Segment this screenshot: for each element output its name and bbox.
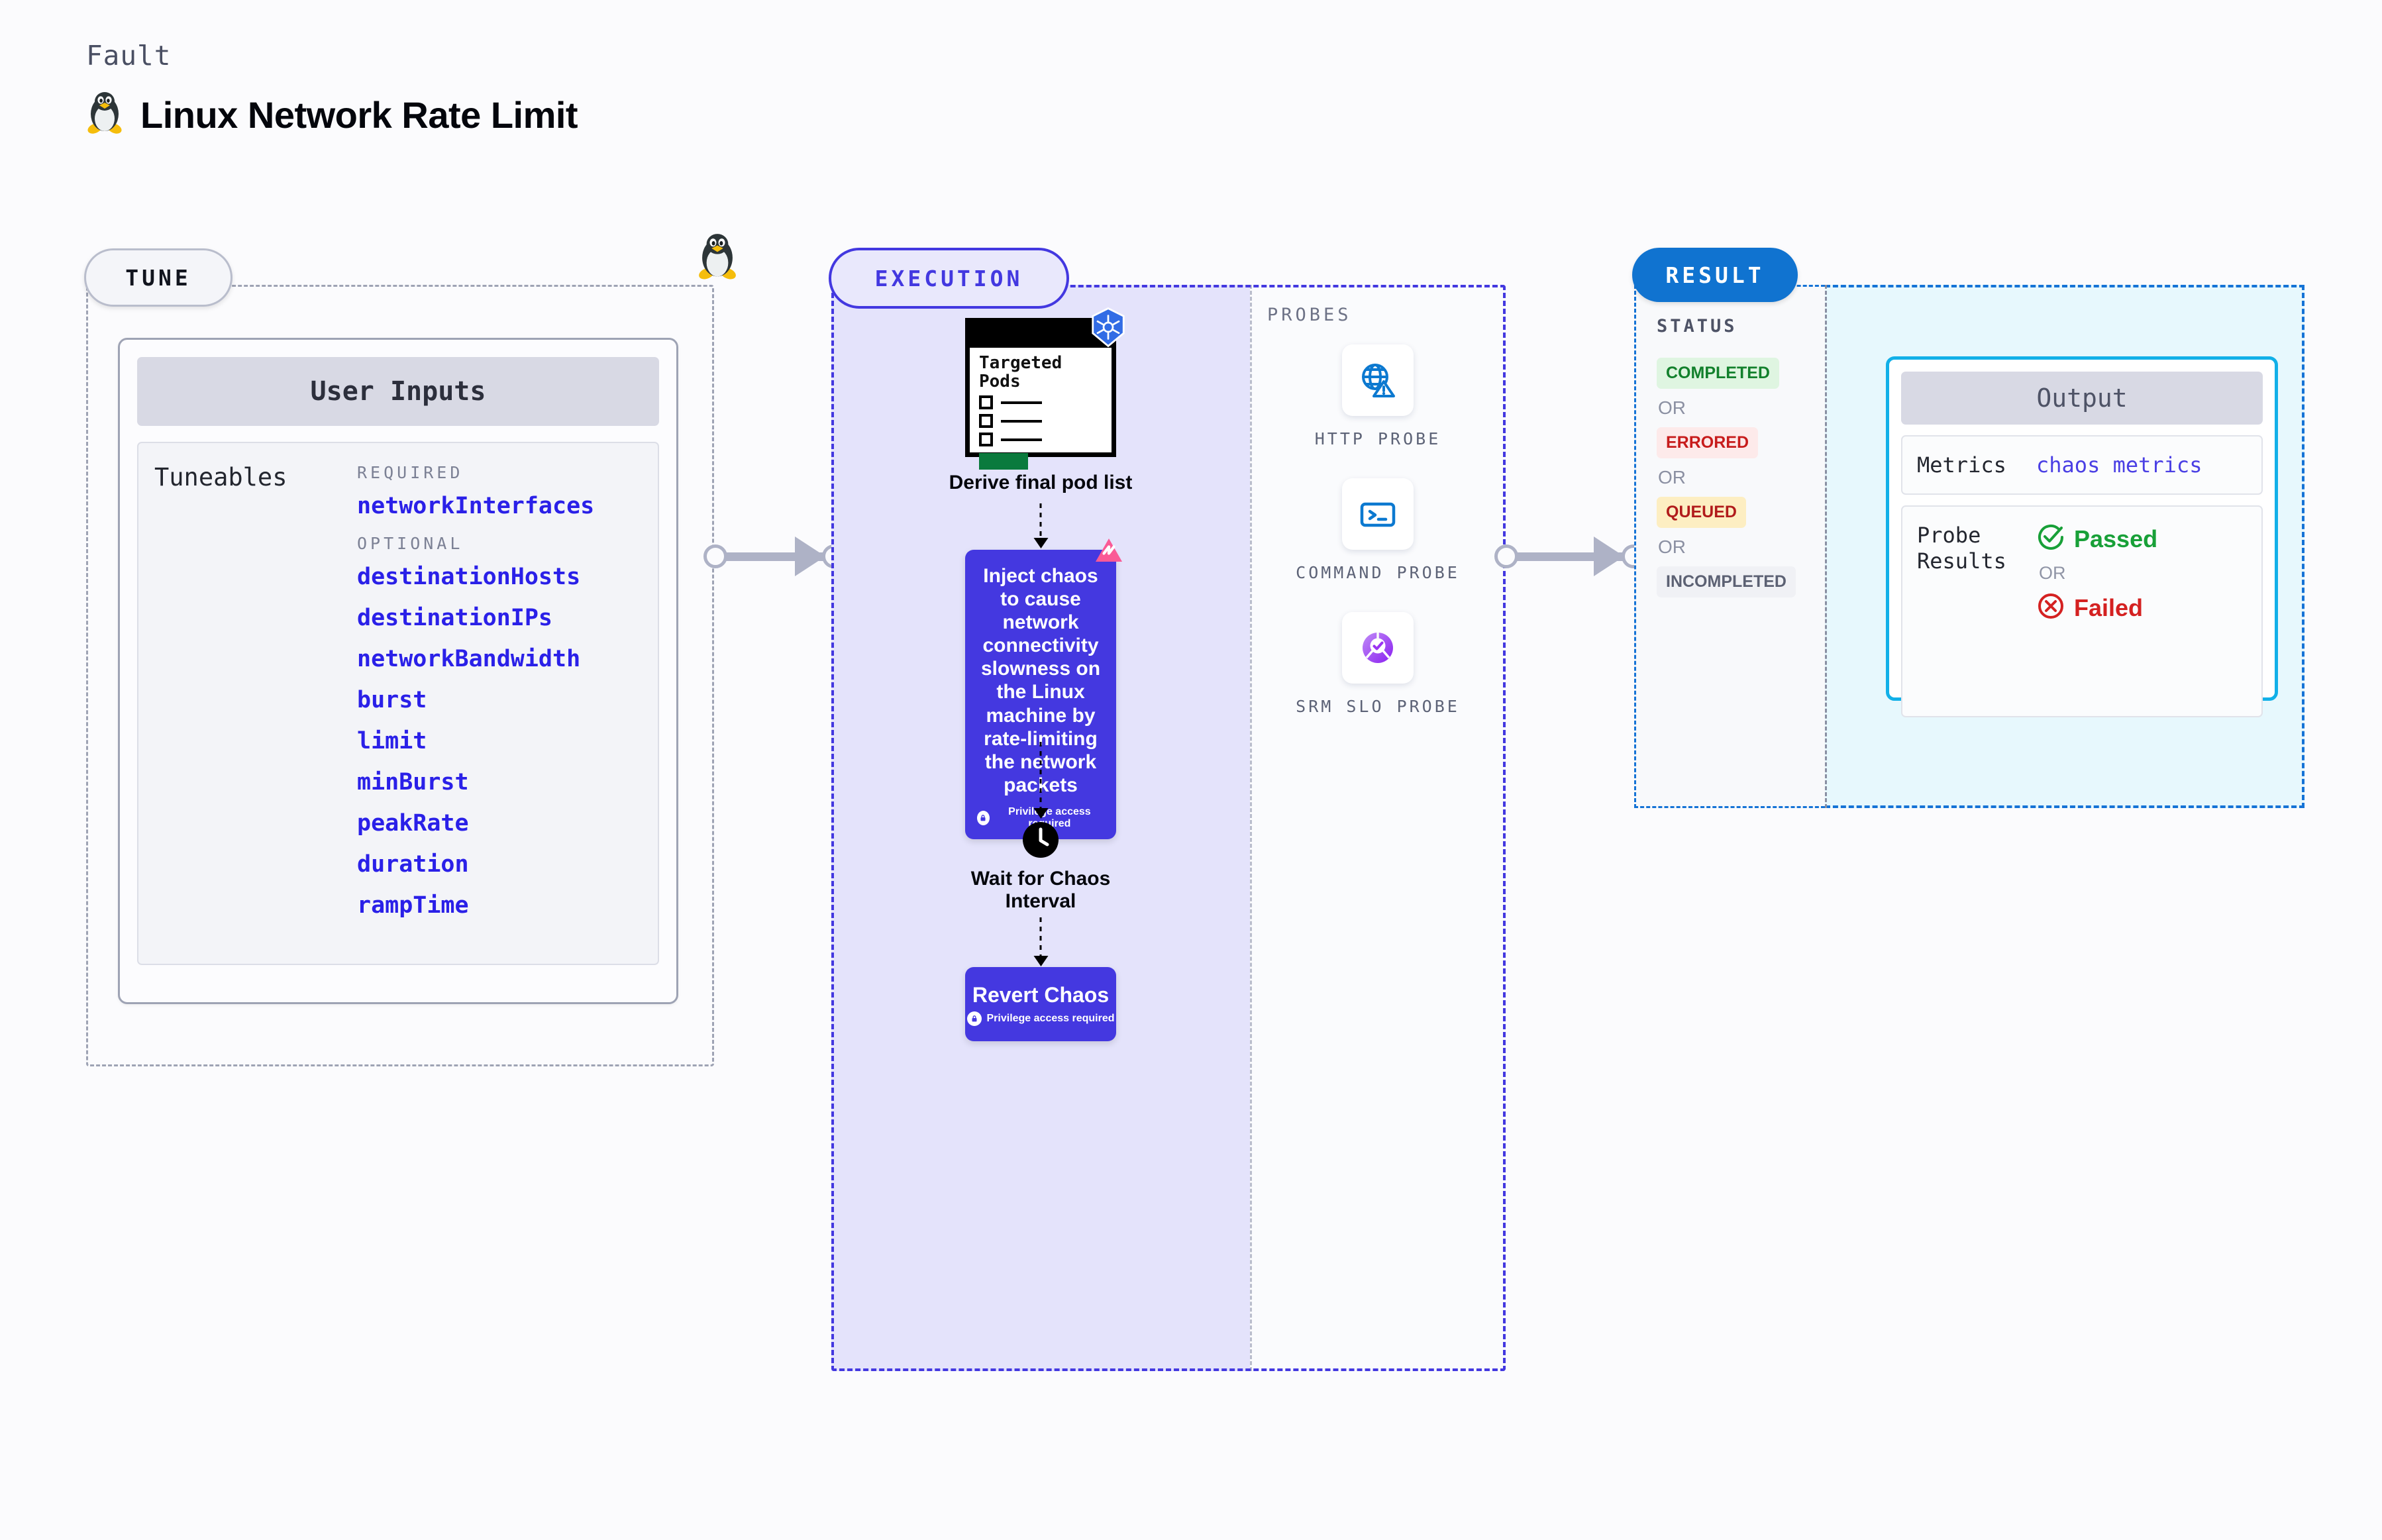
privilege-note-text: Privilege access required [986,1012,1115,1024]
or-separator: OR [2039,563,2066,584]
placeholder-line [1001,401,1042,404]
flow-arrow [1033,503,1049,548]
lock-icon [977,810,990,825]
probe-command[interactable]: COMMAND PROBE [1250,478,1506,584]
probe-results-row: Probe Results Passed OR [1901,505,2263,718]
execution-pill: EXECUTION [829,248,1069,309]
tuneable-item[interactable]: networkInterfaces [357,493,595,519]
tuneables-box: Tuneables REQUIRED networkInterfaces OPT… [137,442,659,965]
tuneables-label: Tuneables [154,463,287,491]
terminal-icon [1342,478,1414,550]
inject-chaos-card: Inject chaos to cause network connectivi… [965,539,1122,839]
result-panel: RESULT STATUS COMPLETED OR ERRORED OR QU… [1632,248,2304,808]
status-badge-queued: QUEUED [1657,497,1746,528]
litmus-chaos-icon [1092,535,1125,572]
probe-srm-slo[interactable]: SRM SLO PROBE [1250,611,1506,718]
page-title: Linux Network Rate Limit [140,94,578,136]
placeholder-line [1001,438,1042,441]
pods-list-item [979,433,1112,447]
globe-warning-icon [1342,344,1414,416]
output-title: Output [1901,372,2263,425]
pods-card-title: Targeted Pods [979,353,1062,391]
or-separator: OR [1658,537,1686,557]
probes-divider [1250,285,1252,1371]
linux-tux-icon [86,91,123,138]
tuneable-item[interactable]: destinationIPs [357,605,553,631]
passed-label: Passed [2074,525,2158,552]
probes-section-title: PROBES [1267,305,1352,325]
group-heading-required: REQUIRED [357,463,464,482]
revert-chaos-card: Revert Chaos Privilege access required [965,967,1116,1041]
slo-donut-check-icon [1342,611,1414,684]
connector-tune-to-execution [703,537,846,576]
targeted-pods-card: Targeted Pods [965,307,1125,470]
fault-kicker: Fault [86,40,172,72]
probes-fill [1250,285,1506,1371]
metrics-value[interactable]: chaos metrics [2036,452,2202,478]
lock-icon [966,1011,982,1026]
clock-icon [1022,821,1059,862]
tune-pill: TUNE [84,248,233,307]
status-badge-completed: COMPLETED [1657,358,1779,389]
probe-result-failed: Failed [2036,591,2247,624]
group-heading-optional: OPTIONAL [357,534,464,553]
page-header: Fault Linux Network Rate Limit [86,40,578,138]
user-inputs-card: User Inputs Tuneables REQUIRED networkIn… [118,338,678,1004]
tuneable-item[interactable]: destinationHosts [357,564,581,590]
status-title: STATUS [1657,316,1737,336]
execution-flow: Targeted Pods [831,285,1250,1371]
tuneable-item[interactable]: rampTime [357,892,469,919]
checkbox-icon [979,414,993,429]
tuneable-item[interactable]: duration [357,851,469,878]
linux-tux-icon [697,233,738,284]
status-badge-incompleted: INCOMPLETED [1657,566,1796,597]
pods-list-item [979,414,1112,429]
probe-result-passed: Passed [2036,523,2247,555]
execution-panel-border [831,285,1506,1371]
probes-list: HTTP PROBE COMMAND PROBE [1250,344,1506,745]
tune-panel: TUNE User Inputs Tuneables REQUIRED netw… [84,234,736,1066]
checkbox-icon [979,395,993,410]
probe-http-label: HTTP PROBE [1314,429,1441,448]
placeholder-line [1001,419,1042,423]
tuneable-item[interactable]: peakRate [357,810,469,837]
probe-command-label: COMMAND PROBE [1296,562,1460,582]
or-separator: OR [1658,397,1686,418]
connector-execution-to-result [1494,537,1645,576]
result-pill: RESULT [1632,248,1798,302]
wait-step-caption: Wait for Chaos Interval [970,868,1111,913]
pods-card-titlebar [970,323,1112,348]
status-list: COMPLETED OR ERRORED OR QUEUED OR INCOMP… [1657,358,1809,597]
kubernetes-icon [1088,307,1129,351]
output-card: Output Metrics chaos metrics Probe Resul… [1886,356,2278,718]
result-inner-divider [1825,285,1827,808]
check-circle-icon [2036,523,2065,555]
tuneable-item[interactable]: minBurst [357,769,469,796]
user-inputs-title: User Inputs [137,357,659,426]
x-circle-icon [2036,591,2065,624]
revert-chaos-title: Revert Chaos [972,982,1110,1007]
probe-results-key: Probe Results [1917,523,2006,574]
probe-http[interactable]: HTTP PROBE [1250,344,1506,450]
status-badge-errored: ERRORED [1657,427,1759,458]
tuneable-item[interactable]: burst [357,687,427,713]
tune-panel-border [86,285,714,1066]
flow-arrow [1033,742,1049,819]
pods-list-item [979,395,1112,410]
flow-arrow [1033,917,1049,966]
privilege-note: Privilege access required [966,1011,1115,1026]
progress-block [979,453,1028,470]
execution-panel: EXECUTION PROBES Targeted Pods [829,248,1506,1371]
metrics-key: Metrics [1917,452,2006,478]
pods-step-caption: Derive final pod list [949,472,1133,493]
checkbox-icon [979,433,993,447]
tuneable-item[interactable]: limit [357,728,427,754]
failed-label: Failed [2074,593,2144,621]
probe-srm-slo-label: SRM SLO PROBE [1296,696,1460,716]
tuneables-list: REQUIRED networkInterfaces OPTIONAL dest… [357,463,658,964]
metrics-row: Metrics chaos metrics [1901,435,2263,495]
or-separator: OR [1658,467,1686,488]
tuneable-item[interactable]: networkBandwidth [357,646,581,672]
